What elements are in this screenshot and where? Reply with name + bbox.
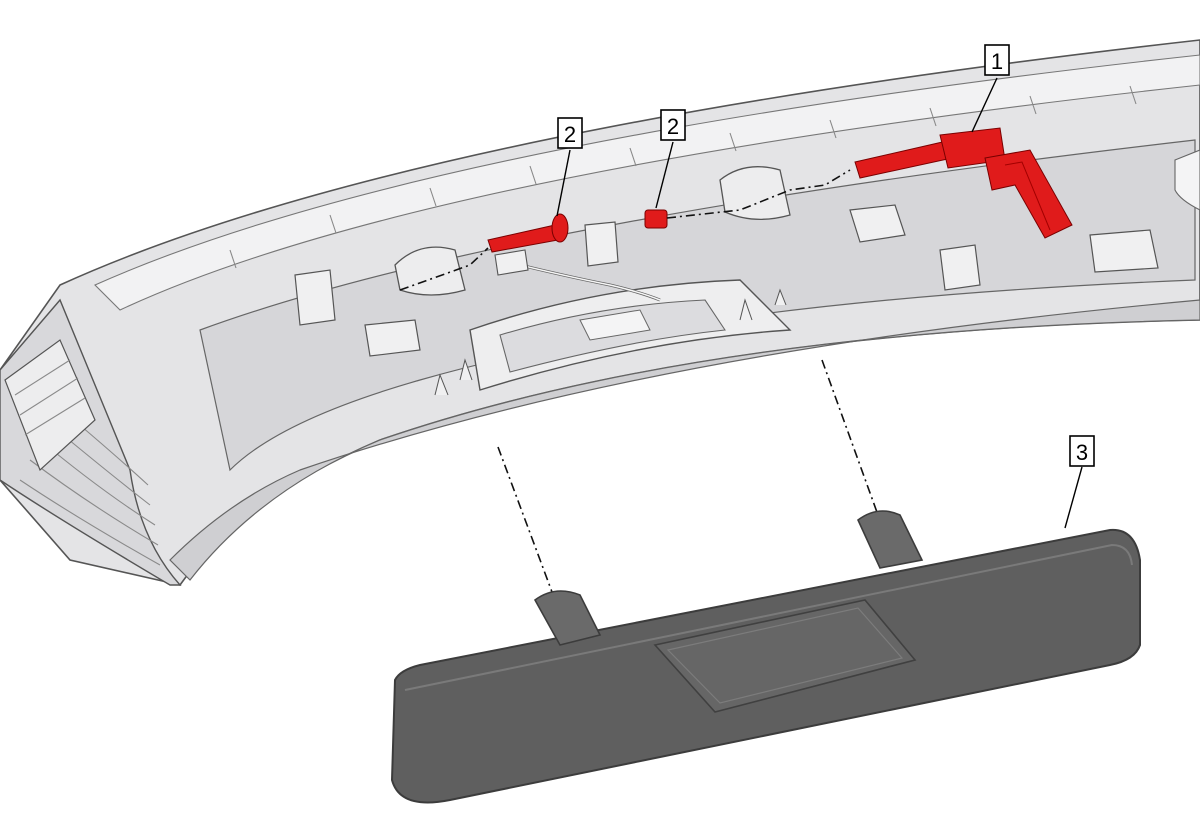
callout-2-left: 2 [556, 117, 583, 217]
callout-1: 1 [971, 44, 1010, 133]
callout-2-right: 2 [655, 109, 686, 209]
part-2-screw-left [487, 213, 569, 253]
callout-label: 2 [667, 114, 679, 139]
callout-3: 3 [1064, 435, 1095, 529]
highlighted-parts [487, 127, 1073, 253]
part-2-plug-right [644, 209, 668, 229]
sun-visor [390, 510, 1141, 804]
callout-label: 3 [1076, 440, 1088, 465]
part-1-visor-holder [854, 127, 1073, 239]
assembly-lines [399, 169, 879, 593]
callout-label: 2 [564, 122, 576, 147]
callout-label: 1 [991, 49, 1003, 74]
roof-headliner-panel [0, 39, 1200, 586]
